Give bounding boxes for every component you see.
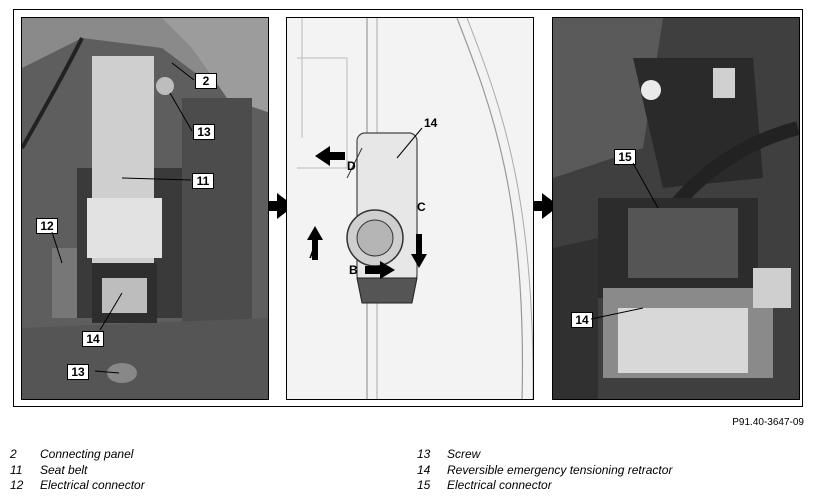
callout-15: 15 [614, 149, 636, 165]
callout-13: 13 [193, 124, 215, 140]
arrows-2 [307, 127, 427, 279]
arrow-label-a: A [309, 247, 318, 261]
photo-retractor [553, 18, 799, 399]
arrow-label-d: D [347, 159, 356, 173]
callout-14: 14 [82, 331, 104, 347]
callout-12: 12 [36, 218, 58, 234]
drawing-retractor [297, 18, 533, 399]
leader-lines-3 [590, 162, 659, 320]
leader-lines-1 [51, 62, 195, 374]
photo-seat-belt [22, 18, 268, 399]
photo-panel-seat-belt: 2 13 11 12 14 13 [21, 17, 269, 400]
callout-14: 14 [571, 312, 593, 328]
callout-13b: 13 [67, 364, 89, 380]
arrow-label-b: B [349, 263, 358, 277]
callout-11: 11 [192, 173, 214, 189]
figure-code: P91.40-3647-09 [732, 417, 804, 428]
callout-2: 2 [195, 73, 217, 89]
photo-panel-retractor: 15 14 [552, 17, 800, 400]
diagram-panel-retractor: 14 D A C B [286, 17, 534, 400]
callout-14: 14 [424, 116, 438, 130]
arrow-label-c: C [417, 200, 426, 214]
